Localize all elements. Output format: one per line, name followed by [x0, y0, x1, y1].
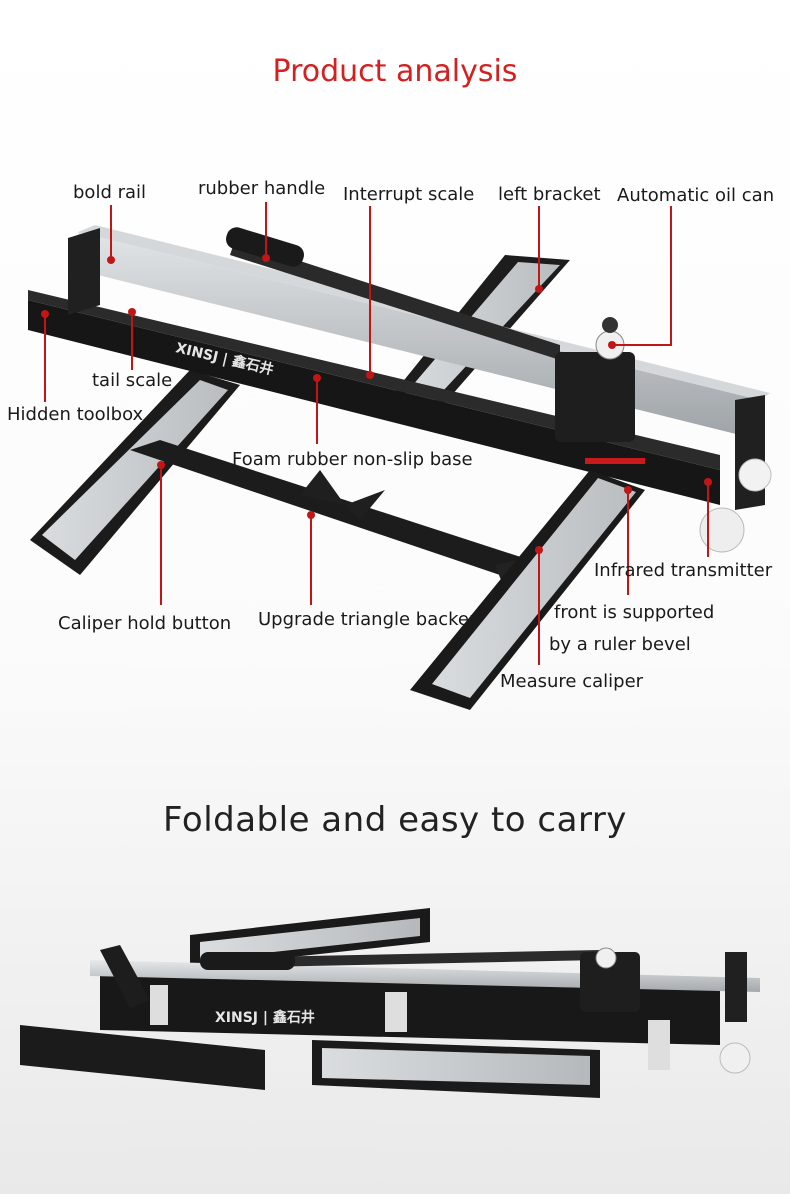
callout-dot-tail-scale — [128, 308, 136, 316]
callout-line-tail-scale — [131, 312, 133, 370]
callout-dot-oil-can — [608, 341, 616, 349]
tile-cutter-drawing: XINSJ | 鑫石井 — [28, 225, 772, 710]
callout-dot-infrared — [704, 478, 712, 486]
label-hidden-toolbox: Hidden toolbox — [7, 404, 144, 425]
callout-line-infrared — [707, 482, 709, 557]
heading-product-analysis: Product analysis — [272, 54, 518, 89]
callout-dot-triangle-backer — [307, 511, 315, 519]
callout-dot-bold-rail — [107, 256, 115, 264]
callout-line-triangle-backer — [310, 515, 312, 605]
product-illustration-folded: XINSJ | 鑫石井 — [0, 880, 790, 1180]
callout-dot-measure-caliper — [535, 546, 543, 554]
label-front-supported-1: front is supported — [554, 602, 715, 623]
label-oil-can: Automatic oil can — [617, 185, 775, 206]
label-left-bracket: left bracket — [498, 184, 601, 205]
callout-dot-rubber-handle — [262, 254, 270, 262]
callout-line-oil-can — [670, 206, 672, 346]
callout-line-front-supported — [627, 490, 629, 595]
callout-line-caliper-hold — [160, 465, 162, 605]
callout-line-rubber-handle — [265, 202, 267, 258]
callout-dot-front-supported — [624, 486, 632, 494]
heading-foldable: Foldable and easy to carry — [163, 800, 627, 840]
callout-dot-hidden-toolbox — [41, 310, 49, 318]
brand-logo-folded: XINSJ | 鑫石井 — [215, 1009, 315, 1026]
label-caliper-hold: Caliper hold button — [58, 613, 232, 634]
label-bold-rail: bold rail — [73, 182, 147, 203]
callout-dot-caliper-hold — [157, 461, 165, 469]
label-tail-scale: tail scale — [92, 370, 173, 391]
label-triangle-backer: Upgrade triangle backer — [258, 609, 477, 630]
label-foam-base: Foam rubber non-slip base — [232, 449, 473, 470]
callout-dot-left-bracket — [535, 285, 543, 293]
callout-line-oil-can-h — [612, 344, 672, 346]
callout-line-left-bracket — [538, 206, 540, 288]
label-rubber-handle: rubber handle — [198, 178, 326, 199]
product-illustration-top: XINSJ | 鑫石井 — [28, 225, 772, 710]
callout-line-bold-rail — [110, 205, 112, 260]
label-infrared: Infrared transmitter — [594, 560, 773, 581]
callout-dot-interrupt-scale — [366, 371, 374, 379]
label-interrupt-scale: Interrupt scale — [343, 184, 475, 205]
callout-dot-foam-base — [313, 374, 321, 382]
callout-line-interrupt-scale — [369, 206, 371, 374]
callout-line-foam-base — [316, 378, 318, 444]
folded-cutter-drawing: XINSJ | 鑫石井 — [20, 908, 760, 1098]
label-measure-caliper: Measure caliper — [500, 671, 644, 692]
callout-line-measure-caliper — [538, 550, 540, 665]
label-front-supported-2: by a ruler bevel — [549, 634, 691, 655]
callout-line-hidden-toolbox — [44, 314, 46, 402]
